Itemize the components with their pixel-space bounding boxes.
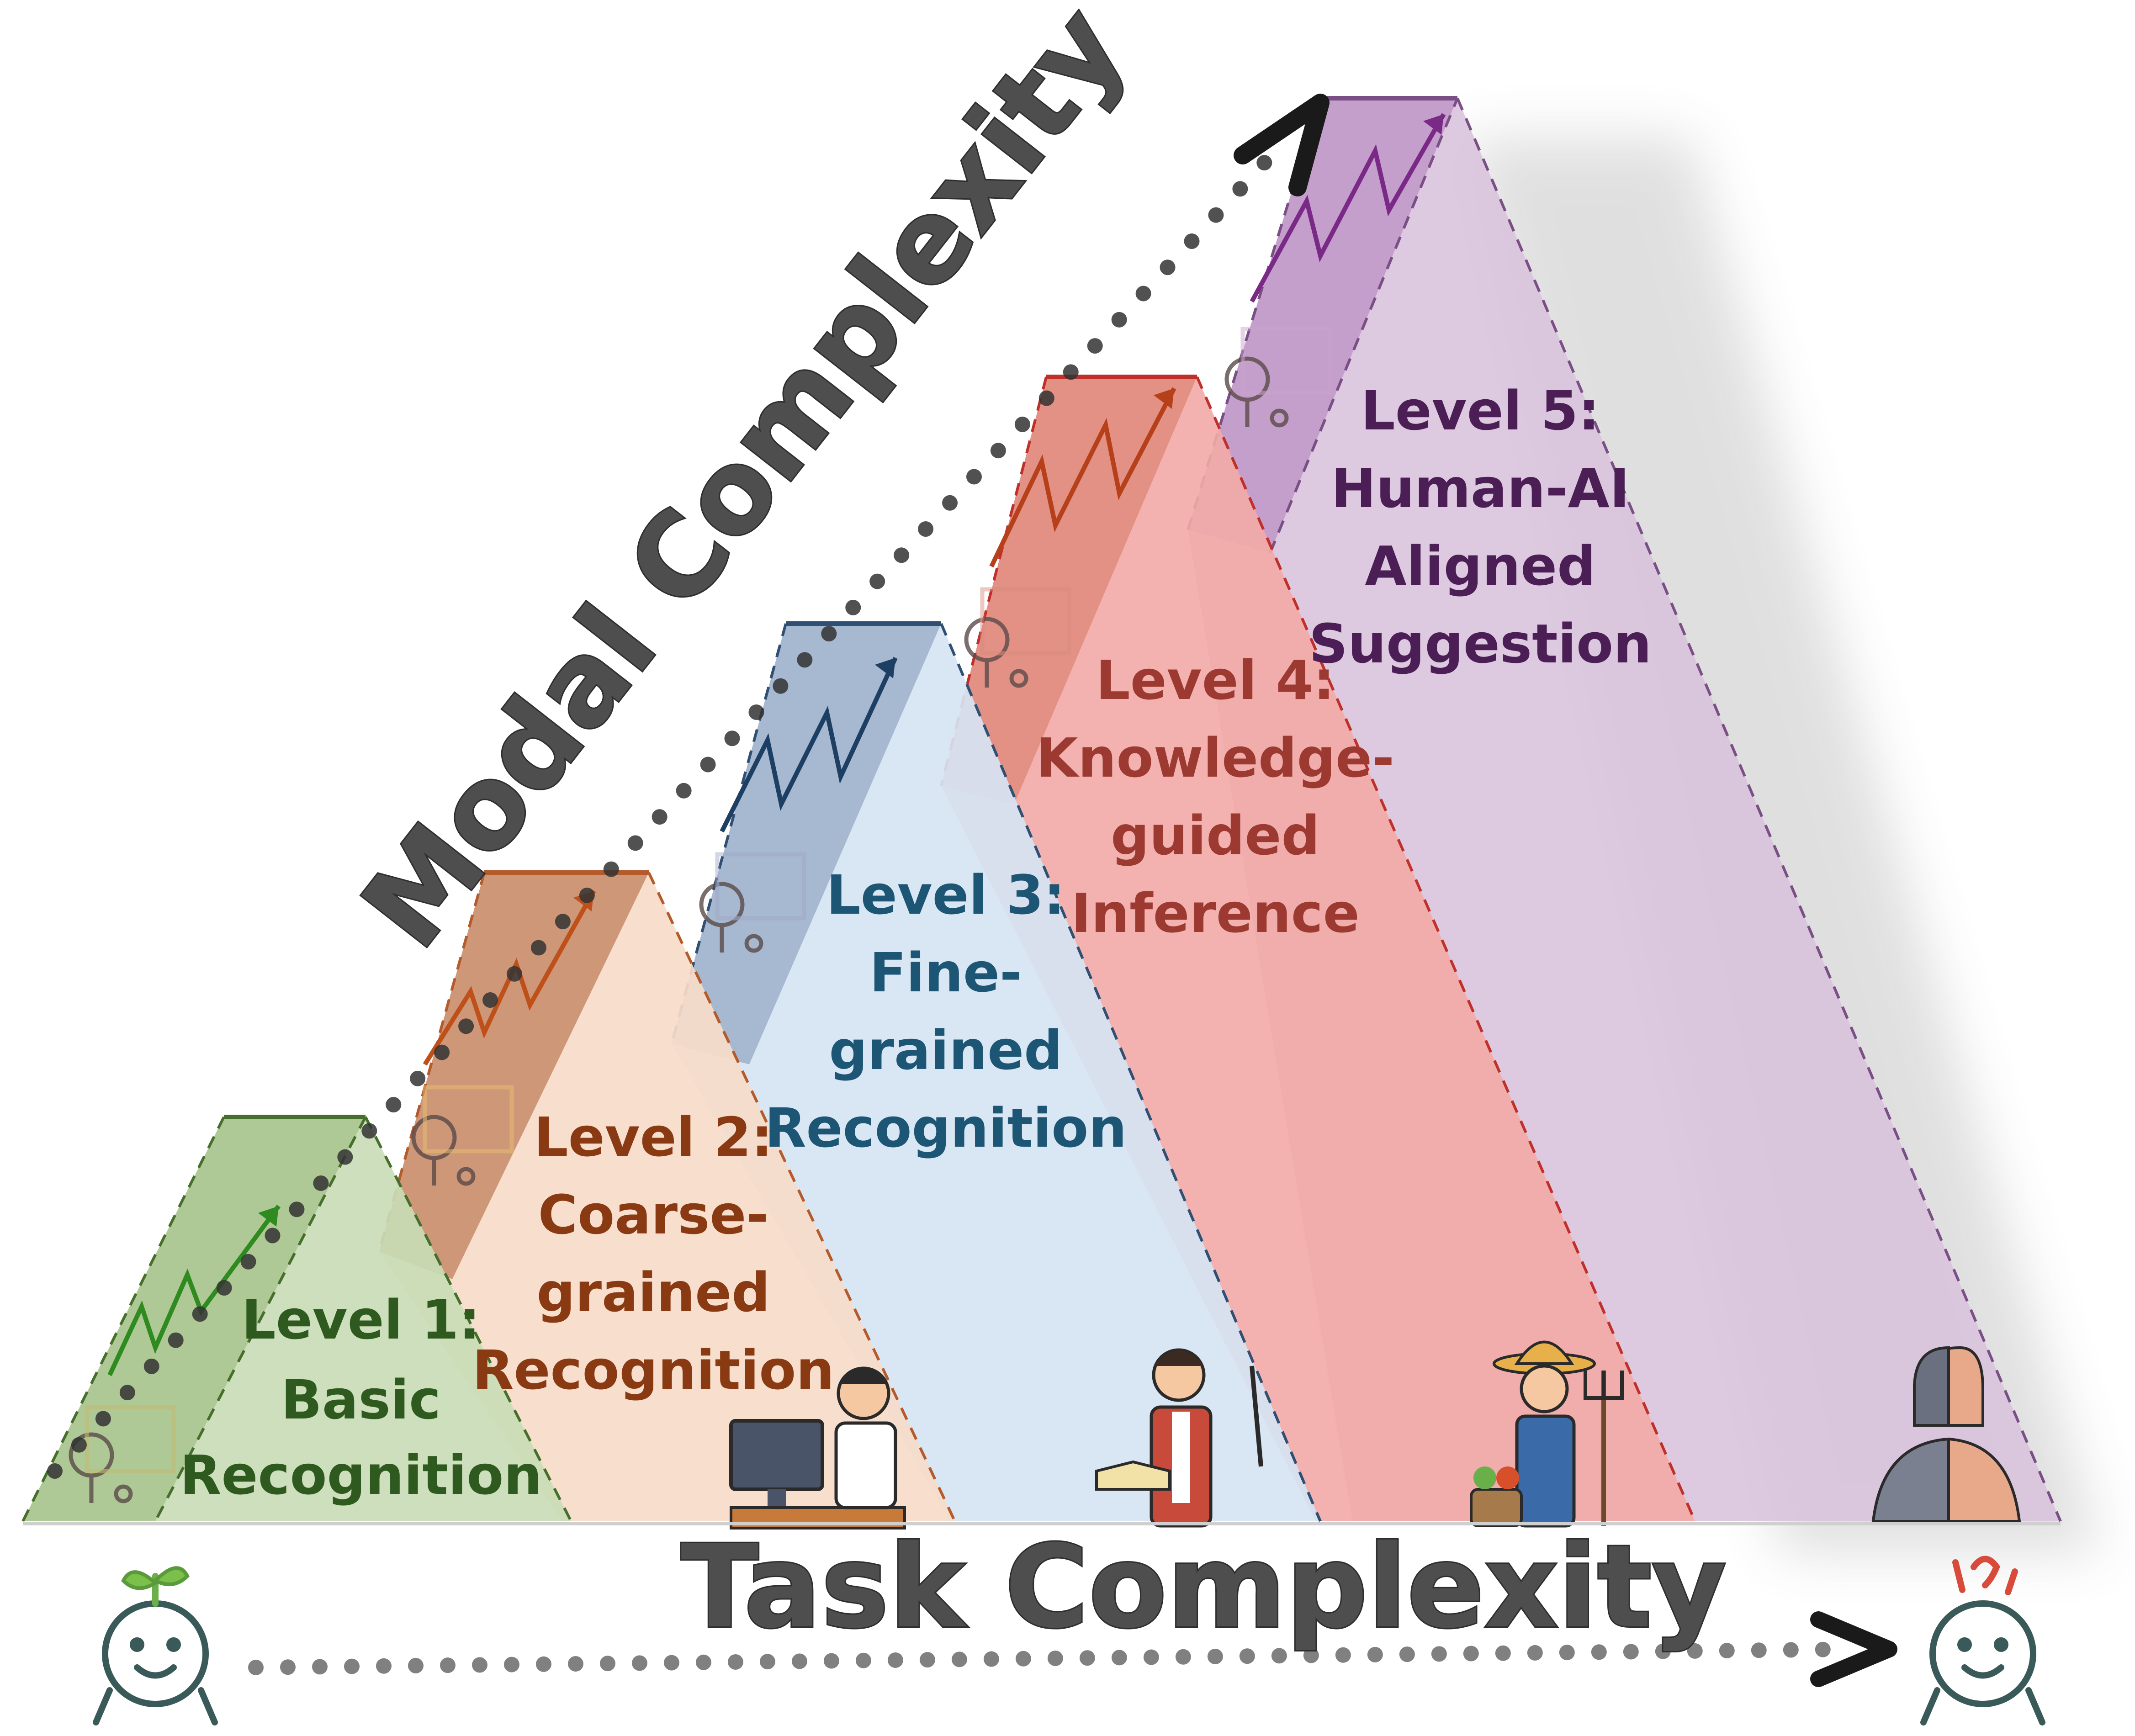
confused-mascot-icon (1920, 1556, 2045, 1725)
level-1-title: Level 1: (242, 1288, 481, 1351)
robot-human-icon (1871, 1346, 2021, 1523)
presenter-icon-level-4 (964, 587, 1071, 688)
sprout-mascot-icon (93, 1566, 218, 1725)
level-1-label: Level 1: Basic Recognition (180, 1288, 542, 1507)
task-complexity-arrow (248, 1611, 1897, 1687)
presenter-icon-level-5 (1224, 327, 1332, 428)
level-2-growth-arrow (423, 889, 596, 1066)
level-1-line-3: Recognition (180, 1444, 542, 1507)
level-3-growth-arrow (720, 656, 898, 833)
level-4-line-2: Knowledge- (1036, 726, 1394, 789)
level-4-line-3: guided (1111, 804, 1320, 867)
level-1-growth-arrow (107, 1205, 281, 1376)
level-5-title: Level 5: (1361, 379, 1600, 442)
level-5-line-2: Human-AI (1331, 457, 1630, 520)
level-3-label: Level 3: Fine- grained Recognition (765, 863, 1127, 1159)
level-4-label: Level 4: Knowledge- guided Inference (1036, 649, 1394, 945)
level-2-shape (378, 870, 956, 1522)
presenter-icon-level-3 (699, 852, 806, 953)
level-5-line-4: Suggestion (1309, 612, 1652, 675)
teacher-icon (1095, 1348, 1263, 1528)
level-5-label: Level 5: Human-AI Aligned Suggestion (1309, 379, 1652, 675)
level-4-body (941, 377, 1695, 1521)
mascot-presenter-icons (69, 327, 1332, 1503)
level-3-top-face (672, 624, 941, 1064)
level-5-growth-arrow (1250, 113, 1446, 303)
level-2-body (379, 873, 955, 1521)
level-1-body (155, 1117, 571, 1521)
level-3-title: Level 3: (826, 863, 1065, 926)
level-4-title: Level 4: (1096, 649, 1335, 712)
level-4-shape (940, 375, 1696, 1522)
level-2-line-3: grained (536, 1261, 770, 1324)
level-2-title: Level 2: (534, 1106, 773, 1169)
level-5-line-3: Aligned (1365, 535, 1595, 598)
level-4-line-4: Inference (1071, 882, 1359, 945)
presenter-icon-level-2 (411, 1085, 514, 1186)
level-2-line-4: Recognition (472, 1339, 835, 1402)
level-3-line-3: grained (829, 1019, 1062, 1082)
level-2-top-face (379, 873, 649, 1279)
level-4-top-face (941, 377, 1197, 804)
task-complexity-label: Task Complexity (681, 1520, 1726, 1653)
office-worker-icon (729, 1366, 906, 1530)
modal-complexity-arrow (47, 94, 1330, 1479)
level-3-line-4: Recognition (765, 1096, 1127, 1159)
level-2-line-2: Coarse- (538, 1183, 769, 1246)
level-1-line-2: Basic (281, 1368, 441, 1431)
level-4-growth-arrow (989, 387, 1176, 568)
level-3-line-2: Fine- (869, 941, 1022, 1004)
farmer-icon (1470, 1340, 1624, 1528)
presenter-icon-level-1 (69, 1405, 176, 1503)
level-2-label: Level 2: Coarse- grained Recognition (472, 1106, 835, 1402)
